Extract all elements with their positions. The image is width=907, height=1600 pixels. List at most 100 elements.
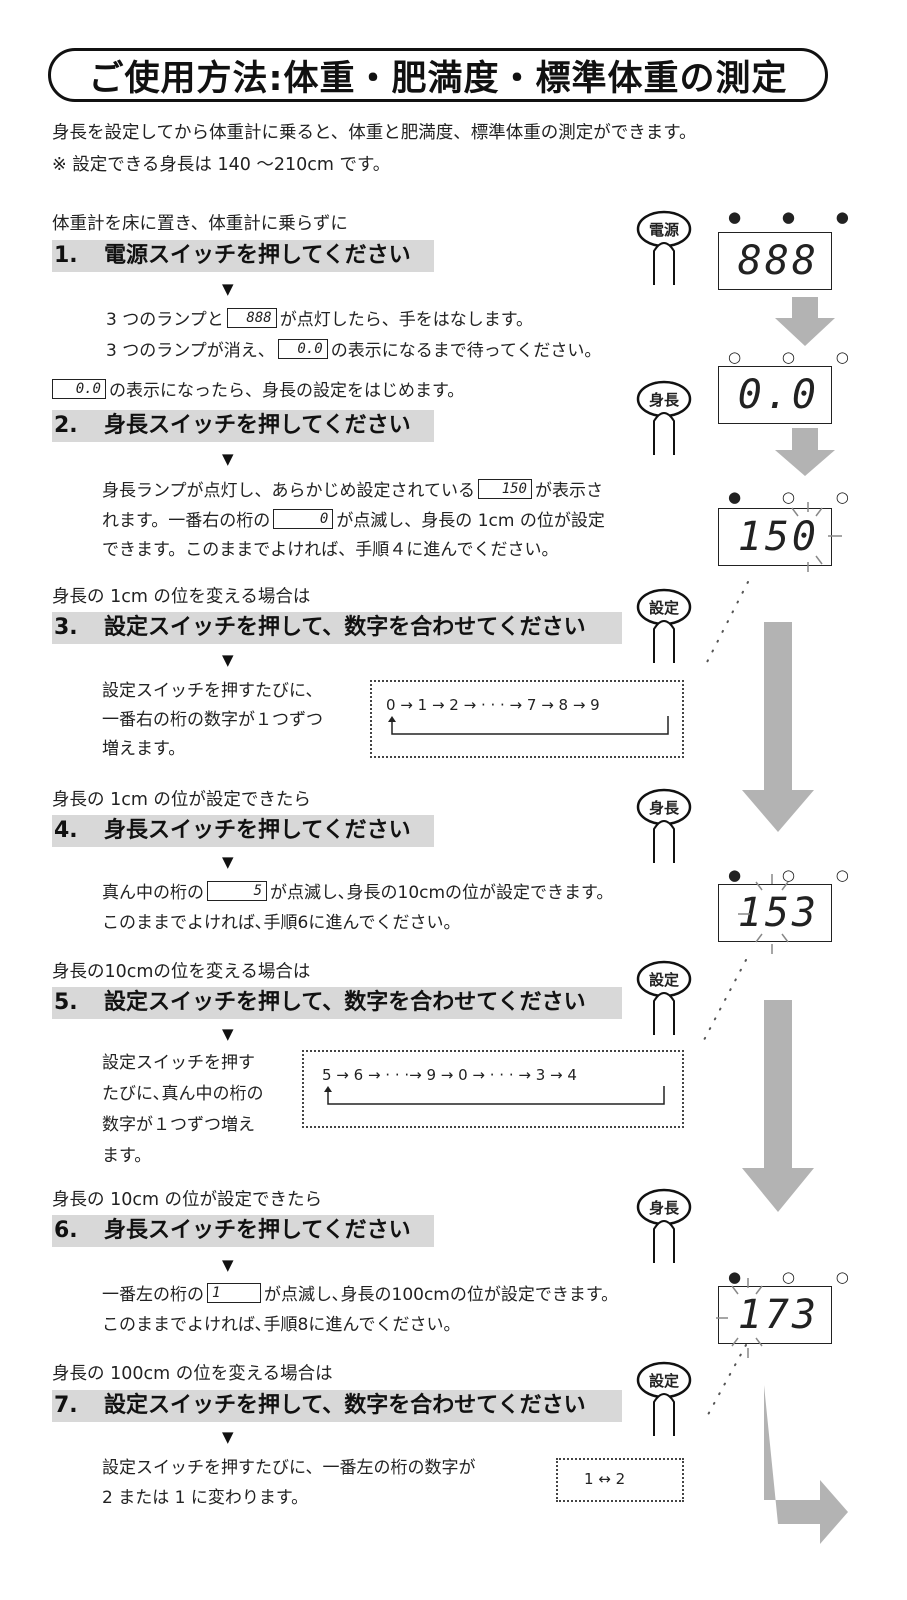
- segment-display-inline: 0: [273, 509, 334, 529]
- step1-pre: 体重計を床に置き、体重計に乗らずに: [52, 214, 348, 234]
- height-button[interactable]: 身長: [634, 785, 694, 863]
- step6-number: 6.: [54, 1218, 78, 1243]
- finger-press-icon: [636, 588, 692, 663]
- step5-pre: 身長の10cmの位を変える場合は: [52, 962, 311, 982]
- step5-text-c: 数字が１つずつ増え: [102, 1115, 255, 1135]
- lcd-display: 888: [718, 232, 832, 290]
- segment-display-inline: 150: [477, 479, 532, 499]
- set-button[interactable]: 設定: [634, 1358, 694, 1436]
- intro-line-2: ※ 設定できる身長は 140 〜210cm です。: [52, 155, 391, 175]
- step4-pre: 身長の 1cm の位が設定できたら: [52, 790, 311, 810]
- step2-title: 身長スイッチを押してください: [104, 413, 411, 438]
- step6-heading: 6. 身長スイッチを押してください: [52, 1215, 434, 1247]
- set-button[interactable]: 設定: [634, 957, 694, 1035]
- step7-number: 7.: [54, 1393, 78, 1418]
- lcd-digits: 153: [737, 890, 819, 936]
- flow-arrow-down-icon: [742, 1000, 814, 1212]
- finger-press-icon: [636, 1361, 692, 1436]
- lcd-digits: 0.0: [737, 372, 819, 418]
- segment-display-inline: 1: [207, 1283, 261, 1303]
- lcd-display: 150: [718, 508, 832, 566]
- height-button[interactable]: 身長: [634, 377, 694, 455]
- lcd-digits: 888: [737, 238, 819, 284]
- blink-mark-icon: [716, 1278, 763, 1358]
- step5-text-b: たびに､真ん中の桁の: [102, 1084, 264, 1104]
- step4-number: 4.: [54, 818, 78, 843]
- digit-sequence: 1 ↔ 2: [584, 1470, 626, 1488]
- intro-line-1: 身長を設定してから体重計に乗ると、体重と肥満度、標準体重の測定ができます。: [52, 123, 697, 143]
- loop-arrow-icon: [324, 1086, 665, 1105]
- step2-text-c: できます。このままでよければ、手順４に進んでください。: [102, 540, 559, 560]
- arrow-down-icon: ▼: [222, 450, 234, 468]
- sequence-box: 5 → 6 → · · ·→ 9 → 0 → · · · → 3 → 4: [302, 1050, 684, 1128]
- arrow-down-icon: ▼: [222, 1428, 234, 1446]
- lcd-display: 0.0: [718, 366, 832, 424]
- power-button[interactable]: 電源: [634, 207, 694, 285]
- lamp-indicators: ● ○ ○: [728, 866, 867, 884]
- step3-text-c: 増えます。: [102, 739, 186, 759]
- step3-heading: 3.設定スイッチを押して、数字を合わせてください: [52, 612, 622, 644]
- lcd-display: 153: [718, 884, 832, 942]
- loop-arrow-icon: [388, 716, 669, 735]
- step7-pre: 身長の 100cm の位を変える場合は: [52, 1364, 333, 1384]
- lcd-digits: 150: [737, 514, 819, 560]
- segment-display-inline: 0.0: [277, 339, 328, 359]
- step6-title: 身長スイッチを押してください: [104, 1218, 411, 1243]
- digit-sequence: 0 → 1 → 2 → · · · → 7 → 8 → 9: [386, 696, 600, 714]
- step4-text-b: このままでよければ､手順6に進んでください。: [102, 913, 461, 933]
- segment-display-inline: 5: [207, 881, 267, 901]
- step3-pre: 身長の 1cm の位を変える場合は: [52, 587, 311, 607]
- step5-number: 5.: [54, 990, 78, 1015]
- step5-heading: 5. 設定スイッチを押して、数字を合わせてください: [52, 987, 622, 1019]
- lcd-display: 173: [718, 1286, 832, 1344]
- step3-number: 3.: [54, 615, 78, 640]
- step1-heading: 1.電源スイッチを押してください: [52, 240, 434, 272]
- flow-arrow-down-icon: [742, 622, 814, 832]
- lamp-indicators: ● ○ ○: [728, 488, 867, 506]
- segment-display-inline: 888: [226, 308, 277, 328]
- step7-title: 設定スイッチを押して、数字を合わせてください: [104, 1393, 586, 1418]
- blink-mark-icon: [791, 502, 842, 572]
- step7-text-a: 設定スイッチを押すたびに、一番左の桁の数字が: [102, 1458, 476, 1478]
- arrow-down-icon: ▼: [222, 651, 234, 669]
- step7-heading: 7. 設定スイッチを押して、数字を合わせてください: [52, 1390, 622, 1422]
- height-button[interactable]: 身長: [634, 1185, 694, 1263]
- step3-text-a: 設定スイッチを押すたびに、: [102, 681, 323, 701]
- lcd-digits: 173: [737, 1292, 819, 1338]
- step6-text-b: このままでよければ､手順8に進んでください。: [102, 1315, 461, 1335]
- step4-title: 身長スイッチを押してください: [104, 818, 411, 843]
- finger-press-icon: [636, 380, 692, 455]
- finger-press-icon: [636, 960, 692, 1035]
- flow-arrow-down-icon: [775, 297, 835, 346]
- step7-text-b: 2 または 1 に変わります。: [102, 1488, 309, 1508]
- step5-text-d: ます。: [102, 1146, 152, 1166]
- digit-sequence: 5 → 6 → · · ·→ 9 → 0 → · · · → 3 → 4: [322, 1066, 577, 1084]
- arrow-down-icon: ▼: [222, 853, 234, 871]
- lamp-indicators: ● ○ ○: [728, 1268, 867, 1286]
- arrow-down-icon: ▼: [222, 1256, 234, 1274]
- finger-press-icon: [636, 788, 692, 863]
- segment-display-inline: 0.0: [52, 379, 106, 399]
- step5-text-a: 設定スイッチを押す: [102, 1053, 255, 1073]
- flow-arrows: [703, 297, 848, 1544]
- arrow-down-icon: ▼: [222, 280, 234, 298]
- step5-title: 設定スイッチを押して、数字を合わせてください: [104, 990, 586, 1015]
- set-button[interactable]: 設定: [634, 585, 694, 663]
- lamp-indicators: ○ ○ ○: [728, 348, 867, 366]
- step6-pre: 身長の 10cm の位が設定できたら: [52, 1190, 323, 1210]
- blink-mark-icon: [738, 874, 789, 954]
- sequence-box: 0 → 1 → 2 → · · · → 7 → 8 → 9: [370, 680, 684, 758]
- step2-heading: 2. 身長スイッチを押してください: [52, 410, 434, 442]
- step3-text-b: 一番右の桁の数字が１つずつ: [102, 710, 323, 730]
- arrow-down-icon: ▼: [222, 1025, 234, 1043]
- finger-press-icon: [636, 210, 692, 285]
- sequence-box: 1 ↔ 2: [556, 1458, 684, 1502]
- step2-number: 2.: [54, 413, 78, 438]
- flow-arrow-turn-right-icon: [764, 1385, 848, 1544]
